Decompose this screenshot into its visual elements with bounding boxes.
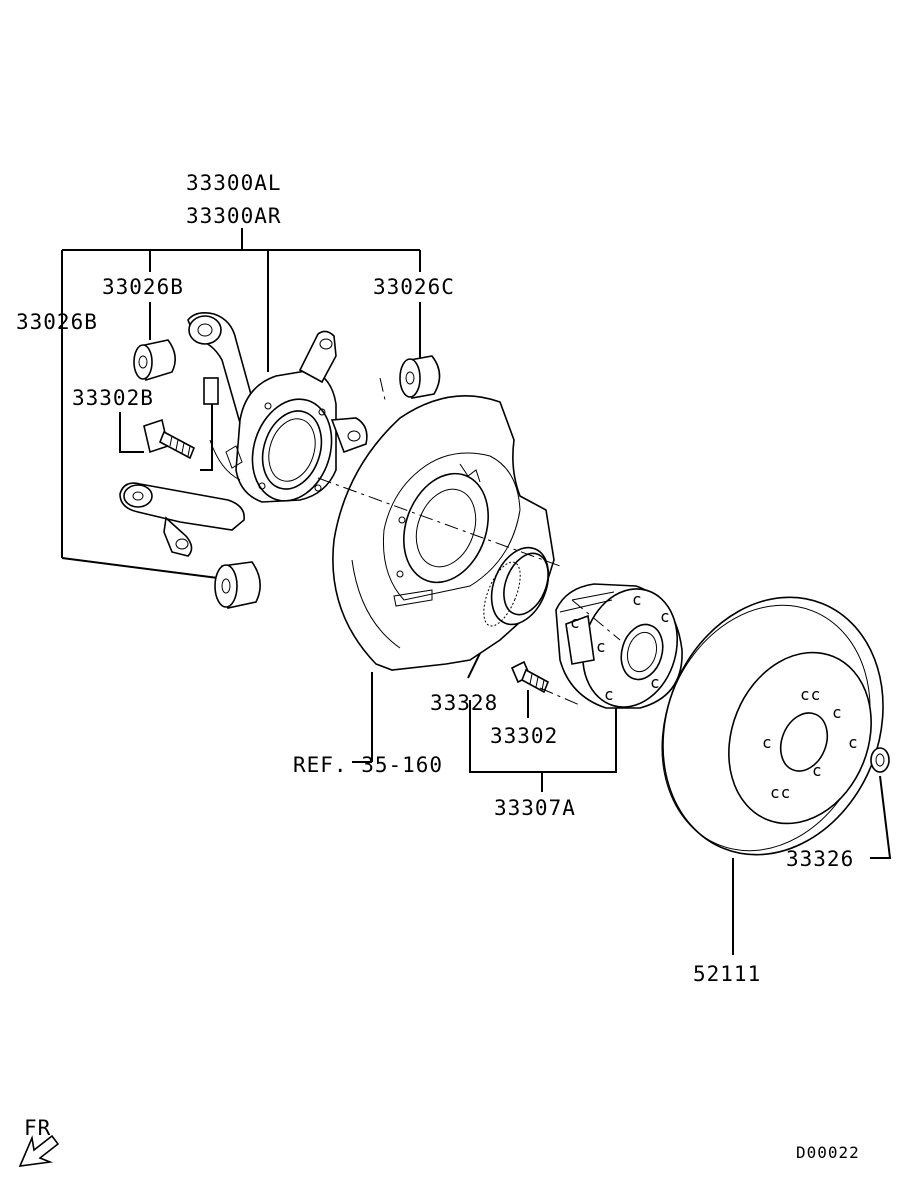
front-direction-arrow-icon	[18, 1134, 60, 1167]
label-abs-ring: 33328	[430, 691, 498, 715]
label-hub-bolt: 33302	[490, 724, 558, 748]
bushing-b-upper	[133, 339, 176, 382]
svg-text:c: c	[660, 607, 671, 626]
svg-text:cc: cc	[770, 783, 791, 802]
svg-text:c: c	[832, 703, 843, 722]
label-bushing-b-upper: 33026B	[102, 275, 184, 299]
label-diagram-code: D00022	[796, 1143, 860, 1162]
label-knuckle-right: 33300AR	[186, 204, 282, 228]
svg-text:cc: cc	[800, 685, 821, 704]
bushing-c	[399, 355, 441, 399]
brake-disc: cc c c c cc c	[661, 596, 884, 856]
bolt-b	[143, 418, 196, 460]
steering-knuckle	[119, 312, 368, 557]
svg-text:c: c	[596, 637, 607, 656]
svg-text:c: c	[812, 761, 823, 780]
wheel-hub-assembly: c c c c c c	[555, 583, 683, 709]
svg-text:c: c	[650, 673, 661, 692]
hub-bolt	[510, 660, 550, 694]
label-knuckle-left: 33300AL	[186, 171, 282, 195]
center-axis-line	[317, 377, 621, 707]
svg-text:c: c	[762, 733, 773, 752]
label-brake-disc: 52111	[693, 962, 761, 986]
wheel-nut	[870, 747, 890, 773]
label-bushing-b-left: 33026B	[16, 310, 98, 334]
label-nut: 33326	[786, 847, 854, 871]
svg-text:c: c	[604, 685, 615, 704]
label-reference: REF. 35-160	[293, 753, 443, 777]
svg-text:c: c	[632, 590, 643, 609]
label-bushing-c: 33026C	[373, 275, 455, 299]
label-front-direction: FR	[24, 1116, 51, 1140]
bushing-b-lower	[214, 561, 261, 609]
svg-text:c: c	[570, 613, 581, 632]
abs-sensor-ring	[483, 546, 550, 627]
label-hub-assembly: 33307A	[494, 796, 576, 820]
svg-text:c: c	[848, 733, 859, 752]
label-bolt-b: 33302B	[72, 386, 154, 410]
